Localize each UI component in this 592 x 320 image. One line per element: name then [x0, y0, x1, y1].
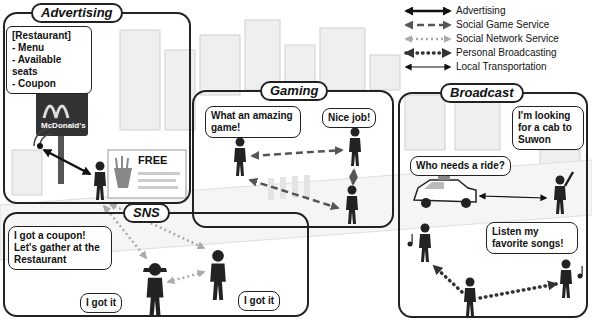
legend-samples [406, 11, 450, 67]
bubble-text: Who needs a ride? [416, 160, 505, 172]
region-panel: Advertising[Restaurant]- Menu- Available… [3, 12, 191, 204]
legend-text: Advertising [456, 5, 505, 17]
coupon-poster [108, 150, 186, 198]
speech-bubble: Nice job! [322, 108, 376, 128]
advertising-line [406, 10, 450, 13]
taxi-car [414, 174, 476, 208]
bubble-text: I got a coupon! Let's gather at the Rest… [14, 230, 106, 266]
speech-bubble: What an amazing game! [205, 106, 301, 138]
speech-bubble: I got it [80, 293, 122, 313]
person-figure [554, 176, 566, 215]
person-figure [234, 138, 246, 177]
region-panel: GamingWhat an amazing game!Nice job! [192, 90, 394, 228]
person-figure [349, 128, 361, 167]
person-figure [210, 250, 226, 300]
info-text: - Available seats [12, 54, 86, 78]
bubble-text: What an amazing game! [211, 110, 295, 134]
person-figure [560, 260, 572, 299]
game-arrows [250, 150, 354, 208]
person-figure [464, 278, 476, 317]
speech-bubble: I got it [238, 291, 280, 311]
person-figure [419, 224, 431, 263]
speech-bubble: Listen my favorite songs! [486, 222, 578, 254]
info-text: - Coupon [12, 78, 86, 90]
poster-text: FREE [138, 154, 167, 167]
logo-text: McDonald's [41, 121, 86, 131]
legend-text: Social Network Service [456, 33, 559, 45]
region-heading: Broadcast [440, 83, 524, 103]
sns-arrows [104, 204, 204, 282]
speech-bubble: Who needs a ride? [410, 156, 511, 176]
transport-arrow [480, 196, 546, 198]
legend-text: Social Game Service [456, 19, 549, 31]
speech-bubble: I'm looking for a cab to Suwon [512, 106, 584, 150]
bubble-text: I got it [86, 297, 116, 309]
bubble-text: Nice job! [328, 112, 370, 124]
game-line [406, 24, 450, 27]
raised-arm [565, 172, 573, 186]
speech-bubble: I got a coupon! Let's gather at the Rest… [8, 226, 112, 270]
broadcast-arrows [434, 266, 556, 298]
person-figure [346, 186, 358, 225]
advertising-arrow [44, 150, 90, 174]
region-heading: SNS [123, 203, 170, 223]
transport-line [406, 66, 450, 67]
bubble-text: I got it [244, 295, 274, 307]
sns-line [406, 38, 450, 41]
bubble-text: Listen my favorite songs! [492, 226, 572, 250]
broadcast-line [406, 51, 450, 55]
info-box: [Restaurant]- Menu- Available seats- Cou… [6, 26, 92, 94]
info-text: [Restaurant] [12, 30, 86, 42]
legend-text: Personal Broadcasting [456, 47, 557, 59]
person-figure [94, 162, 106, 201]
region-heading: Advertising [31, 3, 123, 23]
legend-text: Local Transportation [456, 61, 547, 73]
cap-shape [143, 268, 167, 272]
info-text: - Menu [12, 42, 86, 54]
region-panel: BroadcastWho needs a ride?I'm looking fo… [398, 92, 588, 318]
bubble-text: I'm looking for a cab to Suwon [518, 110, 578, 146]
region-heading: Gaming [260, 81, 328, 101]
